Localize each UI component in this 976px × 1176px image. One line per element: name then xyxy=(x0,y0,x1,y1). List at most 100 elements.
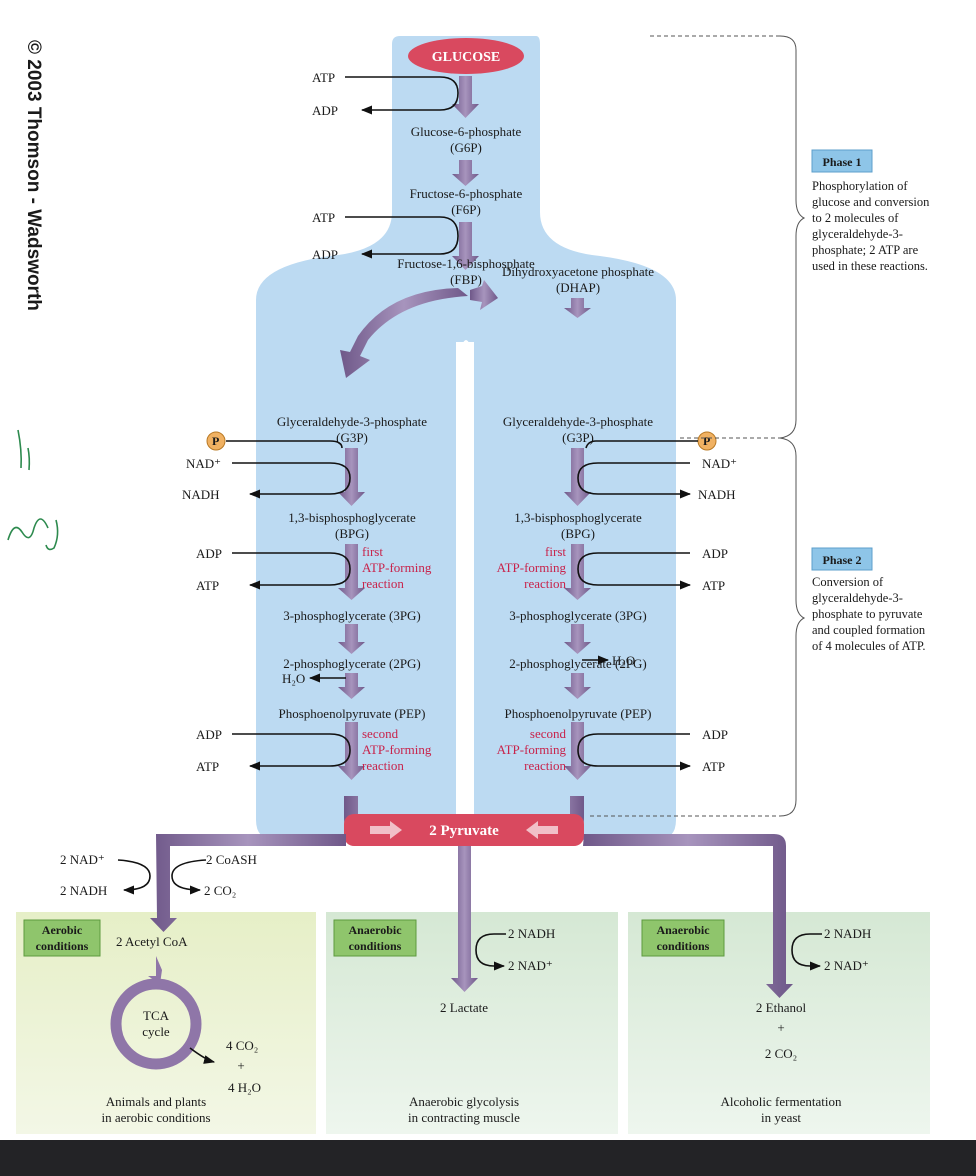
pep-right: Phosphoenolpyruvate (PEP) xyxy=(505,706,652,721)
first-reaction-right-2: ATP-forming xyxy=(497,560,567,575)
aerobic-badge xyxy=(23,919,101,957)
pg2-right: 2-phosphoglycerate (2PG) xyxy=(509,656,647,671)
glycolysis-diagram: © 2003 Thomson - Wadsworth GLUCOSE ATP A… xyxy=(7,35,930,1134)
phase1-line-5: phosphate; 2 ATP are xyxy=(812,243,919,257)
phase2-line-2: glyceraldehyde-3- xyxy=(812,591,903,605)
handwriting-marks xyxy=(7,429,59,551)
dhap-arrow xyxy=(564,298,591,318)
adp-right-label-2: ADP xyxy=(702,727,728,742)
atp-left-label-1: ATP xyxy=(196,578,219,593)
pg2-left: 2-phosphoglycerate (2PG) xyxy=(283,656,421,671)
ethanol-co2: 2 CO₂ xyxy=(765,1046,797,1061)
left-column-arrows xyxy=(338,448,365,780)
lactate-caption-1: Anaerobic glycolysis xyxy=(409,1094,519,1109)
phosphate-left-label: P xyxy=(212,434,219,448)
phase1-line-2: glucose and conversion xyxy=(812,195,930,209)
aerobic-cofactor-loops xyxy=(117,859,207,895)
aerobic-co2: 2 CO₂ xyxy=(204,883,236,898)
phase2-line-4: and coupled formation xyxy=(812,623,926,637)
aerobic-caption-1: Animals and plants xyxy=(106,1094,206,1109)
pyruvate-label: 2 Pyruvate xyxy=(429,823,499,839)
cofactor-loops-right xyxy=(577,440,698,771)
aerobic-badge-line-1: Aerobic xyxy=(42,923,83,937)
lactate-badge-line-1: Anaerobic xyxy=(348,923,402,937)
copyright-text: © 2003 Thomson - Wadsworth xyxy=(23,40,44,311)
window-bottom-bar xyxy=(0,1140,976,1176)
ethanol-badge-line-1: Anaerobic xyxy=(656,923,710,937)
lactate-badge-line-2: conditions xyxy=(349,939,402,953)
atp-left-label-2: ATP xyxy=(196,759,219,774)
second-reaction-right-2: ATP-forming xyxy=(497,742,567,757)
aerobic-h2o-out: 4 H₂O xyxy=(228,1080,261,1095)
pep-left: Phosphoenolpyruvate (PEP) xyxy=(279,706,426,721)
tca-label-2: cycle xyxy=(142,1024,170,1039)
g3p-right-name: Glyceraldehyde-3-phosphate xyxy=(503,414,653,429)
adp-label-1: ADP xyxy=(312,103,338,118)
second-reaction-right-3: reaction xyxy=(524,758,566,773)
adp-label-2: ADP xyxy=(312,247,338,262)
pg3-left: 3-phosphoglycerate (3PG) xyxy=(283,608,421,623)
pyruvate-distribution-pipes xyxy=(150,834,793,998)
aerobic-nad-in: 2 NAD⁺ xyxy=(60,852,105,867)
first-reaction-right-3: reaction xyxy=(524,576,566,591)
adp-left-label-1: ADP xyxy=(196,546,222,561)
brace-icon xyxy=(590,35,806,817)
lactate-cofactor-loop xyxy=(475,933,506,971)
h2o-left-label: H₂O xyxy=(282,671,305,686)
second-reaction-left-3: reaction xyxy=(362,758,404,773)
f6p-name: Fructose-6-phosphate xyxy=(410,186,523,201)
fbp-name: Fructose-1,6-bisphosphate xyxy=(397,256,535,271)
upper-pathway-arrows xyxy=(452,76,479,270)
f6p-abbr: (F6P) xyxy=(451,202,481,217)
phase1-line-4: glyceraldehyde-3- xyxy=(812,227,903,241)
flask-split-gap xyxy=(456,342,474,842)
glucose-label: GLUCOSE xyxy=(432,50,500,65)
tca-label-1: TCA xyxy=(143,1008,170,1023)
aerobic-coash: 2 CoASH xyxy=(206,852,257,867)
g6p-name: Glucose-6-phosphate xyxy=(411,124,522,139)
lactate-caption-2: in contracting muscle xyxy=(408,1110,520,1125)
lactate-nadh: 2 NADH xyxy=(508,926,555,941)
g3p-right-abbr: (G3P) xyxy=(562,430,594,445)
phase2-line-1: Conversion of xyxy=(812,575,884,589)
ethanol-caption-1: Alcoholic fermentation xyxy=(721,1094,842,1109)
ethanol-nad: 2 NAD⁺ xyxy=(824,958,869,973)
aerobic-nadh-out: 2 NADH xyxy=(60,883,107,898)
ethanol-cofactor-loop xyxy=(791,933,822,971)
phase1-line-1: Phosphorylation of xyxy=(812,179,908,193)
phase1-title: Phase 1 xyxy=(823,155,862,169)
pg3-right: 3-phosphoglycerate (3PG) xyxy=(509,608,647,623)
acetyl-coa-label: 2 Acetyl CoA xyxy=(116,934,188,949)
dhap-abbr: (DHAP) xyxy=(556,280,600,295)
g6p-abbr: (G6P) xyxy=(450,140,482,155)
phase2-badge xyxy=(811,547,873,571)
phase2-line-3: phosphate to pyruvate xyxy=(812,607,923,621)
bpg-right-abbr: (BPG) xyxy=(561,526,595,541)
aerobic-co2-out: 4 CO₂ xyxy=(226,1038,258,1053)
nadh-right-label: NADH xyxy=(698,487,736,502)
ethanol-nadh: 2 NADH xyxy=(824,926,871,941)
pyruvate-inner-arrows xyxy=(370,821,558,839)
ethanol-badge-line-2: conditions xyxy=(657,939,710,953)
lactate-badge xyxy=(333,919,417,957)
atp-label-1: ATP xyxy=(312,70,335,85)
pyruvate-node xyxy=(344,814,584,846)
second-reaction-left-2: ATP-forming xyxy=(362,742,432,757)
dhap-name: Dihydroxyacetone phosphate xyxy=(502,264,654,279)
phase1-line-3: to 2 molecules of xyxy=(812,211,899,225)
nad-right-label: NAD⁺ xyxy=(702,456,737,471)
adp-right-label-1: ADP xyxy=(702,546,728,561)
g3p-left-name: Glyceraldehyde-3-phosphate xyxy=(277,414,427,429)
first-reaction-left-3: reaction xyxy=(362,576,404,591)
cofactor-loops-left xyxy=(226,440,351,771)
bpg-left-abbr: (BPG) xyxy=(335,526,369,541)
g3p-left-abbr: (G3P) xyxy=(336,430,368,445)
aerobic-badge-line-2: conditions xyxy=(36,939,89,953)
bpg-left-name: 1,3-bisphosphoglycerate xyxy=(288,510,416,525)
lactate-product: 2 Lactate xyxy=(440,1000,488,1015)
adp-left-label-2: ADP xyxy=(196,727,222,742)
ethanol-caption-2: in yeast xyxy=(761,1110,801,1125)
phase1-badge xyxy=(811,149,873,173)
glucose-node xyxy=(408,38,524,74)
